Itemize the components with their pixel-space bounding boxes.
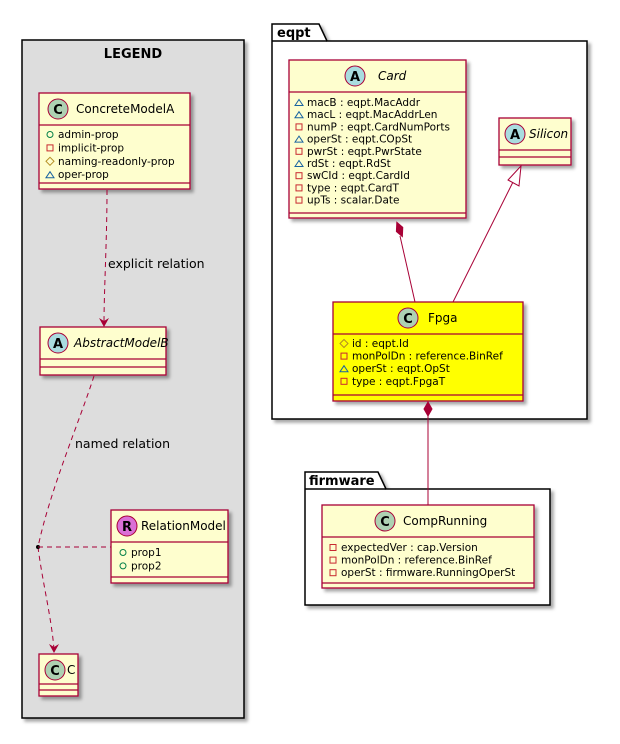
attribute-item: type : eqpt.FpgaT — [352, 376, 446, 388]
package-visibility-icon — [45, 170, 55, 179]
legend-title: LEGEND — [104, 47, 163, 62]
private-visibility-icon — [329, 556, 337, 564]
protected-visibility-icon — [339, 338, 349, 349]
class-name: C — [67, 663, 75, 677]
attribute-item: prop1 — [131, 547, 162, 559]
class-name: AbstractModelB — [73, 336, 169, 350]
class-name: ConcreteModelA — [76, 102, 175, 116]
edge-label: named relation — [75, 436, 170, 451]
abstract-stereotype-icon — [504, 123, 526, 145]
protected-visibility-icon — [45, 156, 55, 167]
stereotype-letter: C — [53, 103, 63, 118]
attribute-item: expectedVer : cap.Version — [341, 542, 478, 554]
edge-silicon-fpga-inheritance — [452, 164, 522, 303]
attribute-item: operSt : firmware.RunningOperSt — [341, 567, 515, 579]
public-visibility-icon — [119, 549, 127, 556]
class-concrete-model-a[interactable]: C ConcreteModelA admin-propimplicit-prop… — [38, 92, 191, 190]
class-comp-running[interactable]: C CompRunning expectedVer : cap.Versionm… — [321, 504, 535, 589]
abstract-stereotype-icon — [344, 65, 366, 87]
stereotype-letter: C — [403, 312, 413, 327]
package-visibility-icon — [339, 364, 349, 373]
stereotype-letter: R — [122, 520, 132, 535]
private-visibility-icon — [46, 144, 54, 152]
attribute-item: monPolDn : reference.BinRef — [352, 351, 503, 363]
attribute-item: numP : eqpt.CardNumPorts — [307, 121, 450, 133]
attribute-item: operSt : eqpt.COpSt — [307, 134, 412, 146]
attribute-item: operSt : eqpt.OpSt — [352, 363, 450, 375]
class-stereotype-icon — [397, 307, 419, 329]
package-title: eqpt — [277, 26, 311, 41]
class-name: RelationModel — [141, 519, 226, 533]
attribute-item: swCId : eqpt.CardId — [307, 170, 410, 182]
attribute-item: macL : eqpt.MacAddrLen — [307, 109, 437, 121]
abstract-stereotype-icon — [47, 332, 69, 354]
package-visibility-icon — [294, 98, 304, 106]
attribute-item: monPolDn : reference.BinRef — [341, 555, 492, 567]
private-visibility-icon — [329, 544, 337, 551]
class-name: Card — [378, 69, 407, 83]
stereotype-letter: C — [380, 515, 390, 530]
attribute-item: implicit-prop — [58, 142, 124, 154]
public-visibility-icon — [46, 131, 54, 138]
package-title: firmware — [309, 474, 375, 489]
private-visibility-icon — [329, 569, 337, 577]
attribute-item: rdSt : eqpt.RdSt — [307, 158, 391, 170]
edge-named-relation: named relation — [36, 375, 170, 653]
private-visibility-icon — [295, 184, 303, 192]
private-visibility-icon — [295, 196, 303, 204]
package-visibility-icon — [294, 159, 304, 167]
class-abstract-model-b[interactable]: A AbstractModelB — [39, 326, 169, 376]
class-stereotype-icon — [374, 510, 396, 532]
edge-card-fpga-composition — [395, 221, 416, 303]
package-visibility-icon — [294, 110, 304, 119]
stereotype-letter: A — [53, 337, 63, 352]
attribute-item: admin-prop — [58, 129, 119, 141]
attribute-item: id : eqpt.Id — [352, 338, 409, 350]
stereotype-letter: A — [510, 128, 520, 143]
attribute-item: macB : eqpt.MacAddr — [307, 97, 421, 109]
class-stereotype-icon — [44, 659, 66, 681]
stereotype-letter: C — [50, 664, 60, 679]
private-visibility-icon — [295, 172, 303, 180]
attribute-item: pwrSt : eqpt.PwrState — [307, 146, 422, 158]
package-visibility-icon — [294, 135, 304, 143]
private-visibility-icon — [340, 352, 348, 360]
private-visibility-icon — [340, 377, 348, 385]
attribute-item: naming-readonly-prop — [58, 156, 175, 168]
public-visibility-icon — [119, 562, 127, 570]
attribute-item: prop2 — [131, 560, 162, 572]
class-stereotype-icon — [47, 98, 69, 120]
edge-explicit-relation: explicit relation — [99, 189, 205, 327]
class-c[interactable]: C C — [38, 653, 79, 697]
attribute-item: upTs : scalar.Date — [307, 195, 400, 207]
private-visibility-icon — [295, 147, 303, 155]
class-silicon[interactable]: A Silicon — [498, 117, 572, 166]
relation-stereotype-icon — [116, 515, 138, 537]
attribute-item: oper-prop — [58, 169, 109, 181]
class-name: CompRunning — [403, 514, 487, 528]
private-visibility-icon — [295, 123, 303, 131]
class-name: Silicon — [529, 127, 568, 141]
class-name: Fpga — [428, 311, 458, 325]
stereotype-letter: A — [350, 70, 360, 85]
edge-label: explicit relation — [108, 256, 205, 271]
attribute-item: type : eqpt.CardT — [307, 182, 399, 194]
edge-fpga-comprunning-composition — [423, 400, 433, 505]
